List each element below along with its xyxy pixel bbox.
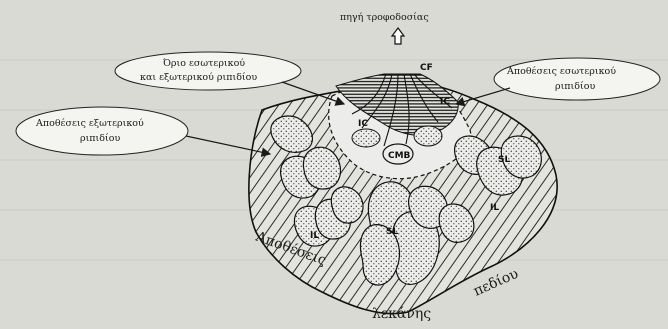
inner-callout-line2: ριπιδίου [555, 81, 595, 92]
code-cf: CF [420, 63, 433, 73]
code-il-right: IL [490, 203, 499, 213]
inner-callout-bubble [494, 58, 660, 100]
basin-label-word2: λεκάνης [372, 306, 431, 322]
outer-callout-line2: ριπιδίου [80, 133, 120, 144]
outer-callout-line1: Αποθέσεις εξωτερικού [35, 118, 144, 129]
code-ic-right: IC [440, 97, 450, 107]
code-sl-center: SL [386, 227, 398, 237]
code-ic-left: IC [358, 119, 368, 129]
code-il-left: IL [310, 231, 319, 241]
boundary-callout-line1: Όριο εσωτερικού [163, 58, 245, 69]
outer-callout-bubble [16, 107, 188, 155]
boundary-callout-line2: και εξωτερικού ριπιδίου [140, 72, 257, 83]
inner-lobe-small-1 [352, 129, 380, 147]
source-label: πηγή τροφοδοσίας [340, 12, 429, 23]
code-cmb: CMB [388, 151, 411, 161]
inner-lobe-small-2 [414, 126, 442, 146]
inner-callout-line1: Αποθέσεις εσωτερικού [506, 66, 616, 77]
code-sl-right: SL [498, 155, 510, 165]
